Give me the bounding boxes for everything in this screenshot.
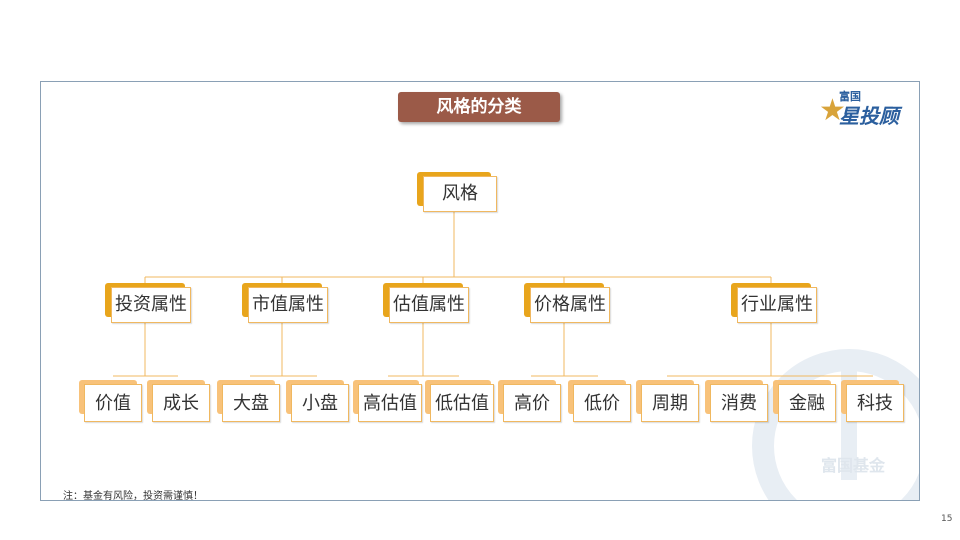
risk-disclaimer: 注：基金有风险，投资需谨慎！ bbox=[63, 491, 203, 501]
category-node: 行业属性 bbox=[737, 287, 817, 323]
leaf-node: 低价 bbox=[573, 384, 631, 422]
star-icon: ★ bbox=[819, 93, 846, 128]
leaf-node: 周期 bbox=[641, 384, 699, 422]
page-number: 15 bbox=[941, 514, 953, 524]
leaf-node: 金融 bbox=[778, 384, 836, 422]
slide-frame: 风格的分类 ★ 富国 星投顾 富国基金 bbox=[40, 81, 920, 501]
category-node: 市值属性 bbox=[248, 287, 328, 323]
leaf-node: 低估值 bbox=[430, 384, 494, 422]
category-node: 投资属性 bbox=[111, 287, 191, 323]
logo-small-text: 富国 bbox=[839, 90, 861, 103]
leaf-node: 高估值 bbox=[358, 384, 422, 422]
brand-logo: ★ 富国 星投顾 bbox=[819, 88, 905, 128]
slide-title: 风格的分类 bbox=[398, 92, 560, 122]
category-node: 价格属性 bbox=[530, 287, 610, 323]
leaf-node: 消费 bbox=[710, 384, 768, 422]
leaf-node: 大盘 bbox=[222, 384, 280, 422]
category-node: 估值属性 bbox=[389, 287, 469, 323]
leaf-node: 小盘 bbox=[291, 384, 349, 422]
root-node: 风格 bbox=[423, 176, 497, 212]
leaf-node: 成长 bbox=[152, 384, 210, 422]
watermark-text: 富国基金 bbox=[821, 456, 886, 475]
leaf-node: 价值 bbox=[84, 384, 142, 422]
tree-connectors bbox=[113, 212, 873, 377]
logo-big-text: 星投顾 bbox=[839, 104, 899, 128]
leaf-node: 科技 bbox=[846, 384, 904, 422]
leaf-node: 高价 bbox=[503, 384, 561, 422]
